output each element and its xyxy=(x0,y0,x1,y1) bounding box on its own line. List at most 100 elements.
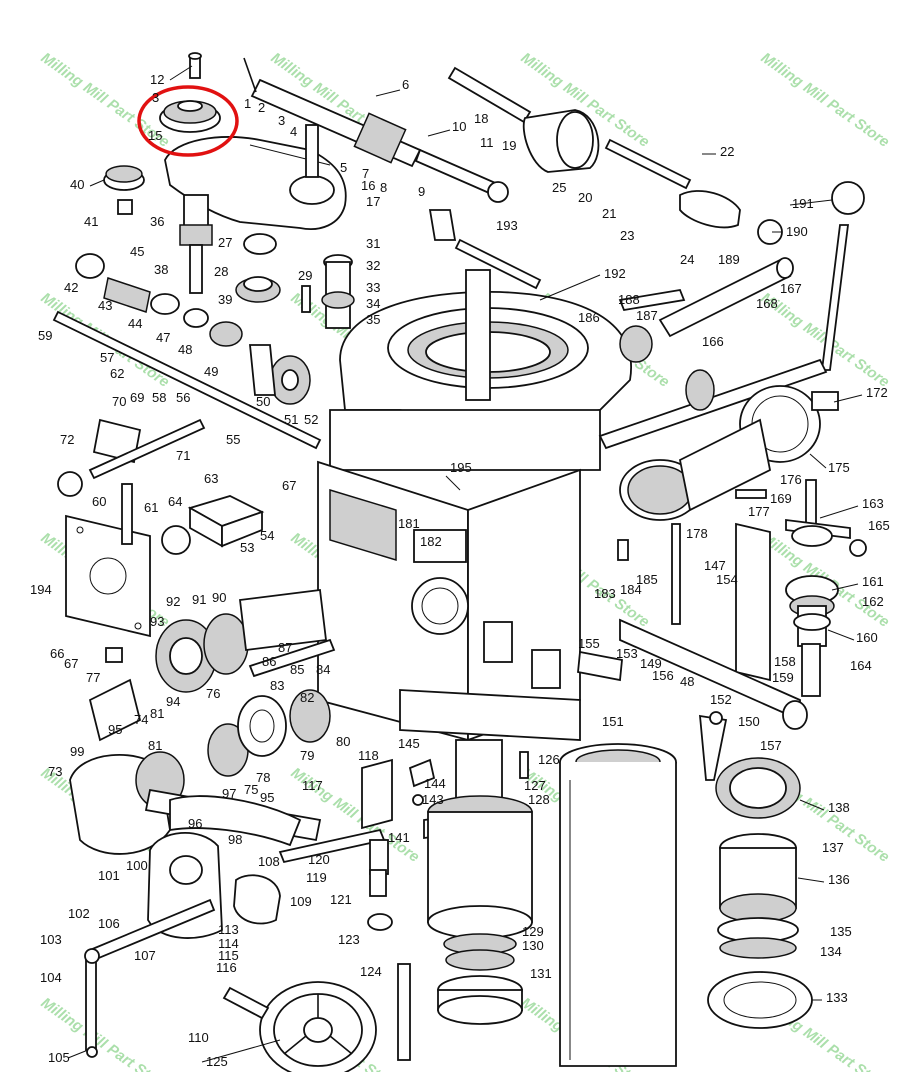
part-label-l73: 73 xyxy=(48,764,62,779)
part-label-l33: 33 xyxy=(366,280,380,295)
plate-194 xyxy=(65,483,191,638)
handle-assembly-163-165 xyxy=(785,479,867,557)
part-label-l61: 61 xyxy=(144,500,158,515)
part-label-l164: 164 xyxy=(850,658,872,673)
bracket-96-98 xyxy=(169,795,302,847)
part-label-l32: 32 xyxy=(366,258,380,273)
spindle-36-38 xyxy=(179,194,213,294)
part-label-l114: 114 xyxy=(218,936,239,951)
rod-149-153 xyxy=(577,618,808,730)
part-label-l81: 81 xyxy=(150,706,164,721)
part-label-l67: 67 xyxy=(64,656,78,671)
part-label-l63: 63 xyxy=(204,471,218,486)
part-label-l56: 56 xyxy=(176,390,190,405)
part-label-l120: 120 xyxy=(308,852,330,867)
part-label-l103: 103 xyxy=(40,932,62,947)
part-label-l189: 189 xyxy=(718,252,740,267)
part-label-l154: 154 xyxy=(716,572,738,587)
part-label-l125: 125 xyxy=(206,1054,228,1069)
part-label-l72: 72 xyxy=(60,432,74,447)
part-label-l172: 172 xyxy=(866,385,888,400)
highlight-circle xyxy=(137,85,239,157)
part-label-l25: 25 xyxy=(552,180,566,195)
part-label-l23: 23 xyxy=(620,228,634,243)
part-label-l4: 4 xyxy=(290,124,297,139)
head-casting xyxy=(317,269,632,742)
spindle-160-164 xyxy=(785,575,839,697)
long-shaft-59 xyxy=(52,310,322,450)
part-label-l193: 193 xyxy=(496,218,518,233)
part-label-l178: 178 xyxy=(686,526,708,541)
part-label-l90: 90 xyxy=(212,590,226,605)
part-label-l92: 92 xyxy=(166,594,180,609)
part-label-l62: 62 xyxy=(110,366,124,381)
part-label-l36: 36 xyxy=(150,214,164,229)
part-label-l71: 71 xyxy=(176,448,190,463)
part-label-l176: 176 xyxy=(780,472,802,487)
parts-69-72 xyxy=(57,418,206,497)
part-label-l115: 115 xyxy=(218,948,239,963)
part-label-l79: 79 xyxy=(300,748,314,763)
part-label-l175: 175 xyxy=(828,460,850,475)
part-label-l168: 168 xyxy=(756,296,778,311)
part-label-l8: 8 xyxy=(380,180,387,195)
part-label-l34: 34 xyxy=(366,296,380,311)
parts-117-124 xyxy=(278,758,411,1061)
part-label-l48: 48 xyxy=(178,342,192,357)
part-label-l59: 59 xyxy=(38,328,52,343)
part-label-l150: 150 xyxy=(738,714,760,729)
part-label-l53: 53 xyxy=(240,540,254,555)
top-shaft-assembly xyxy=(243,57,509,203)
part-label-l186: 186 xyxy=(578,310,600,325)
part-label-l101: 101 xyxy=(98,868,120,883)
watermark: Milling Mill Part Store xyxy=(758,49,893,150)
part-label-l81b: 81 xyxy=(148,738,162,753)
part-label-l50: 50 xyxy=(256,394,270,409)
part-label-l15: 15 xyxy=(148,128,162,143)
part-label-l2: 2 xyxy=(258,100,265,115)
part-label-l113: 113 xyxy=(218,922,239,937)
part-label-l5: 5 xyxy=(340,160,347,175)
part-label-l21: 21 xyxy=(602,206,616,221)
part-label-l107: 107 xyxy=(134,948,156,963)
part-label-l149: 149 xyxy=(640,656,662,671)
part-label-l67a: 67 xyxy=(282,478,296,493)
part-label-l143: 143 xyxy=(422,792,444,807)
part-label-l1: 1 xyxy=(244,96,251,111)
part-label-l57: 57 xyxy=(100,350,114,365)
part-label-l98: 98 xyxy=(228,832,242,847)
part-label-l44: 44 xyxy=(128,316,142,331)
part-label-l158: 158 xyxy=(774,654,796,669)
part-label-l110: 110 xyxy=(188,1030,209,1045)
part-label-l121: 121 xyxy=(330,892,352,907)
part-label-l42: 42 xyxy=(64,280,78,295)
part-label-l22: 22 xyxy=(720,144,734,159)
part-label-l145: 145 xyxy=(398,736,420,751)
part-label-l185: 185 xyxy=(636,572,658,587)
part-label-l133: 133 xyxy=(826,990,848,1005)
part-label-l155: 155 xyxy=(578,636,600,651)
part-label-l12: 12 xyxy=(150,72,164,87)
part-label-l144: 144 xyxy=(424,776,446,791)
part-label-l187: 187 xyxy=(636,308,658,323)
part-label-l31: 31 xyxy=(366,236,380,251)
handwheel-125 xyxy=(222,981,377,1072)
part-label-l38: 38 xyxy=(154,262,168,277)
part-label-l100: 100 xyxy=(126,858,148,873)
part-label-l157: 157 xyxy=(760,738,782,753)
leader-lines xyxy=(67,65,863,1063)
part-label-l124: 124 xyxy=(360,964,382,979)
part-label-l70: 70 xyxy=(112,394,126,409)
part-label-l153: 153 xyxy=(616,646,638,661)
part-label-l55: 55 xyxy=(226,432,240,447)
part-label-l91: 91 xyxy=(192,592,206,607)
part-label-l95: 95 xyxy=(108,722,122,737)
parts-drawing xyxy=(52,52,867,1072)
part-label-l162: 162 xyxy=(862,594,884,609)
part-label-l128: 128 xyxy=(528,792,550,807)
part-label-l28: 28 xyxy=(214,264,228,279)
part-label-l58: 58 xyxy=(152,390,166,405)
part-label-l117: 117 xyxy=(302,778,323,793)
part-label-l192: 192 xyxy=(604,266,626,281)
